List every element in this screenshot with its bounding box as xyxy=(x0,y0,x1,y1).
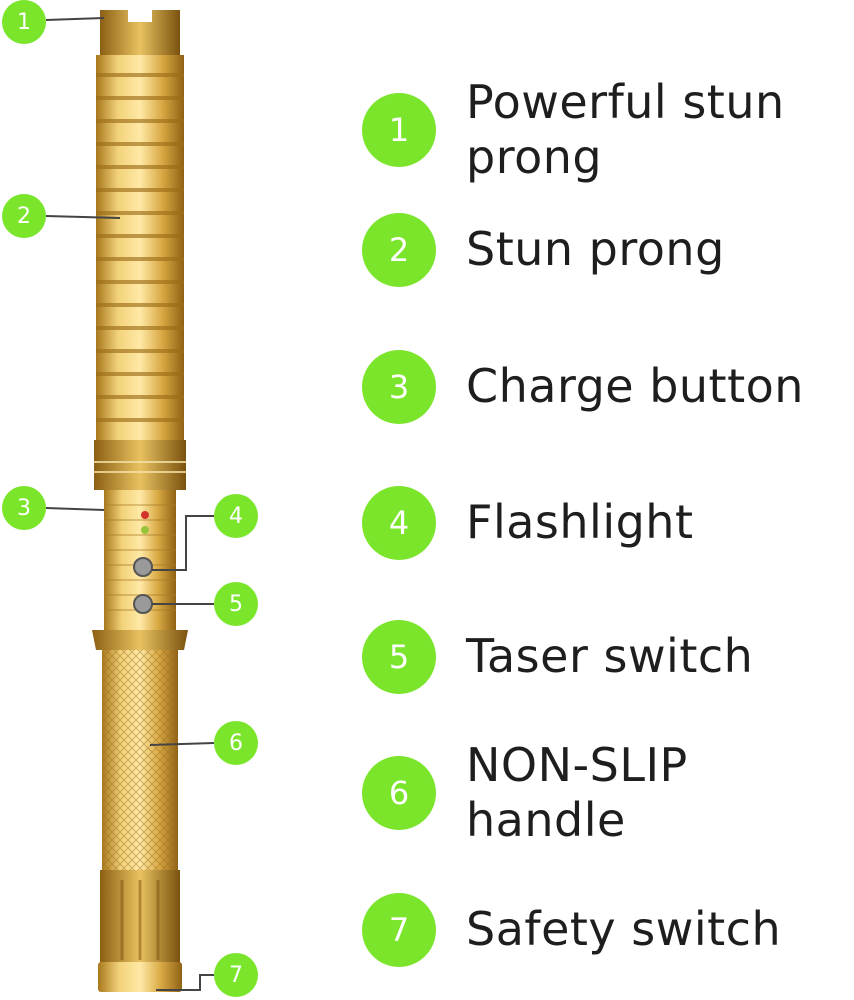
feature-item-6: 6 NON-SLIP handle xyxy=(362,738,688,848)
collar xyxy=(94,440,186,490)
feature-label: Charge button xyxy=(466,359,804,414)
feature-number-badge: 7 xyxy=(362,893,436,967)
feature-number-badge: 1 xyxy=(362,93,436,168)
leader-line-3 xyxy=(45,507,105,511)
leader-line-6 xyxy=(149,742,215,746)
feature-number-badge: 4 xyxy=(362,486,436,560)
green-indicator-led xyxy=(141,526,149,534)
feature-label: Safety switch xyxy=(466,902,782,957)
taser-switch-button[interactable] xyxy=(133,594,153,614)
prong-notch xyxy=(128,10,152,22)
callout-badge-4: 4 xyxy=(214,494,258,538)
callout-badge-6: 6 xyxy=(214,721,258,765)
feature-label-line: handle xyxy=(466,793,626,848)
feature-label: Powerful stun prong xyxy=(466,75,785,185)
stun-baton-illustration xyxy=(45,10,215,992)
leader-line-7 xyxy=(156,974,214,991)
feature-label: Stun prong xyxy=(466,222,725,277)
ribbed-head xyxy=(96,55,184,440)
callout-badge-1: 1 xyxy=(2,0,46,44)
feature-label: Taser switch xyxy=(466,629,754,684)
feature-number-badge: 6 xyxy=(362,756,436,831)
leader-line-2 xyxy=(45,215,121,219)
feature-label: NON-SLIP handle xyxy=(466,738,688,848)
feature-number-badge: 2 xyxy=(362,213,436,287)
feature-label-line: Powerful stun xyxy=(466,75,785,129)
leader-line-1 xyxy=(45,17,105,21)
feature-item-7: 7 Safety switch xyxy=(362,893,781,967)
feature-number-badge: 3 xyxy=(362,350,436,424)
hex-nut xyxy=(92,630,188,650)
red-indicator-led xyxy=(141,511,149,519)
feature-item-3: 3 Charge button xyxy=(362,350,804,424)
callout-badge-2: 2 xyxy=(2,194,46,238)
feature-item-1: 1 Powerful stun prong xyxy=(362,75,785,185)
feature-label-line: prong xyxy=(466,130,603,185)
leader-line-4 xyxy=(152,515,214,571)
callout-badge-7: 7 xyxy=(214,953,258,997)
feature-item-5: 5 Taser switch xyxy=(362,620,753,694)
flashlight-button[interactable] xyxy=(133,557,153,577)
rib-lines xyxy=(96,73,184,422)
feature-label-line: NON-SLIP xyxy=(466,738,688,792)
feature-item-2: 2 Stun prong xyxy=(362,213,725,287)
callout-badge-3: 3 xyxy=(2,486,46,530)
safety-switch-ring[interactable] xyxy=(98,962,182,992)
feature-item-4: 4 Flashlight xyxy=(362,486,694,560)
callout-badge-5: 5 xyxy=(214,582,258,626)
feature-number-badge: 5 xyxy=(362,620,436,694)
feature-label: Flashlight xyxy=(466,495,694,550)
